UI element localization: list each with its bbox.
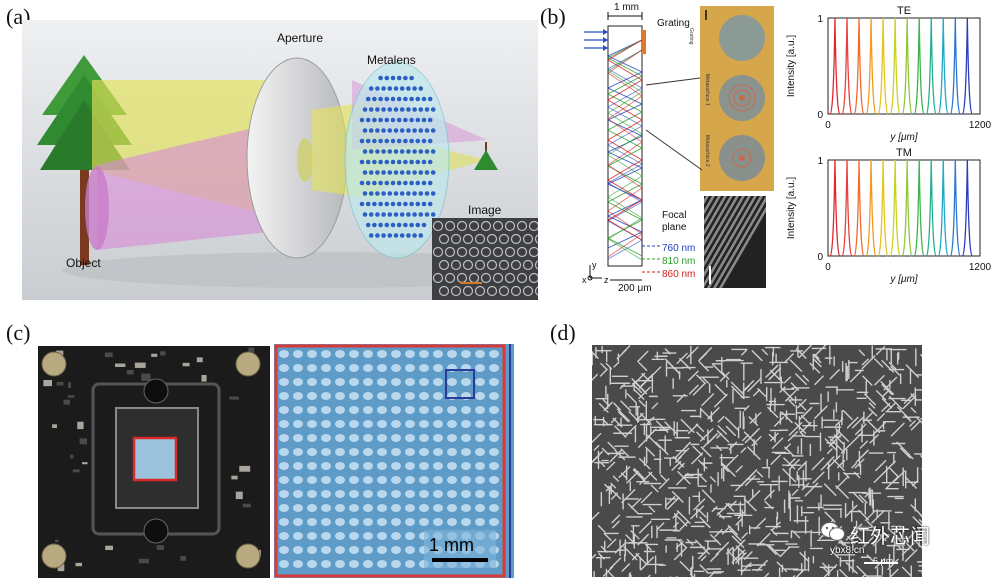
focal-plane-label-2: plane	[662, 222, 687, 233]
panel-d-label: (d)	[550, 320, 576, 345]
axis-y-label: y	[592, 260, 597, 270]
chart-peak	[889, 159, 901, 257]
scale-5um-label: 5 μm	[873, 556, 894, 566]
scale-1mm-label-c: 1 mm	[429, 535, 474, 555]
chart-ytick: 0	[817, 252, 823, 263]
chart-peak	[865, 17, 877, 115]
chart-peak	[901, 159, 913, 257]
wechat-icon	[820, 521, 846, 543]
chart-peak	[877, 159, 889, 257]
substrate-outline	[607, 25, 643, 267]
chart-peak	[841, 159, 853, 257]
image-plant	[474, 142, 498, 170]
chart-xlabel: y [μm]	[889, 274, 917, 285]
chart-tm: TM Intensity [a.u.] y [μm] 0 1 0 1200	[786, 147, 992, 285]
chart-ylabel: Intensity [a.u.]	[786, 35, 797, 97]
chart-ytick: 1	[817, 156, 823, 167]
axis-z-label: z	[604, 275, 609, 285]
image-label: Image	[468, 203, 502, 217]
chart-ytick: 1	[817, 14, 823, 25]
chart-peak	[865, 159, 877, 257]
chart-peak	[925, 17, 937, 115]
scale-1mm-label: 1 mm	[614, 2, 639, 13]
chart-peak	[853, 159, 865, 257]
chart-ylabel: Intensity [a.u.]	[786, 177, 797, 239]
chart-peak	[913, 17, 925, 115]
metalens-label: Metalens	[367, 53, 416, 67]
chart-peak	[901, 17, 913, 115]
chart-peak	[961, 17, 973, 115]
photo-label-grating: Grating	[688, 28, 694, 45]
chart-title: TM	[896, 147, 912, 159]
wavelength-810: 810 nm	[662, 256, 696, 267]
chart-xtick: 1200	[969, 262, 992, 273]
chart-peak	[925, 159, 937, 257]
chart-xtick: 0	[825, 120, 831, 131]
chart-peak	[937, 17, 949, 115]
metalens-disc	[344, 61, 450, 259]
chart-xlabel: y [μm]	[889, 132, 917, 143]
chart-peak	[889, 17, 901, 115]
aperture-label: Aperture	[277, 31, 324, 45]
camera-board-photo	[38, 346, 270, 578]
chart-xtick: 0	[825, 262, 831, 273]
axis-x-label: x	[582, 275, 587, 285]
chart-peak	[949, 159, 961, 257]
device-photo	[700, 6, 774, 191]
chart-xtick: 1200	[969, 120, 992, 131]
chart-title: TE	[897, 5, 911, 17]
chart-ytick: 0	[817, 110, 823, 121]
ray-trace-diagram	[584, 12, 660, 281]
chart-peak	[877, 17, 889, 115]
chart-peak	[829, 159, 841, 257]
object-label: Object	[66, 256, 101, 270]
sem-nanostructure-image	[592, 345, 922, 577]
wavelength-860: 860 nm	[662, 269, 696, 280]
chart-te: TE Intensity [a.u.] y [μm] 0 1 0 1200	[786, 5, 992, 143]
panel-c-label: (c)	[6, 320, 31, 345]
chart-peak	[853, 17, 865, 115]
watermark-title: 红外芯闻	[850, 526, 930, 548]
chart-peak	[841, 17, 853, 115]
grating-label: Grating	[657, 18, 690, 29]
chart-peak	[829, 17, 841, 115]
wavelength-760: 760 nm	[662, 243, 696, 254]
chart-peak	[961, 159, 973, 257]
focal-plane-label-1: Focal	[662, 210, 687, 221]
scale-200um-label: 200 μm	[618, 283, 652, 294]
metalens-imaging-illustration	[22, 20, 538, 300]
panel-b-label: (b)	[540, 4, 566, 29]
watermark-url: ybx8.cn	[830, 545, 865, 556]
magenta-beam	[97, 120, 287, 250]
chart-peak	[913, 159, 925, 257]
metalens-array-micrograph	[274, 344, 514, 578]
sem-inset	[432, 218, 538, 300]
chart-peak	[937, 159, 949, 257]
sem-grating-inset	[704, 196, 766, 288]
chart-peak	[949, 17, 961, 115]
